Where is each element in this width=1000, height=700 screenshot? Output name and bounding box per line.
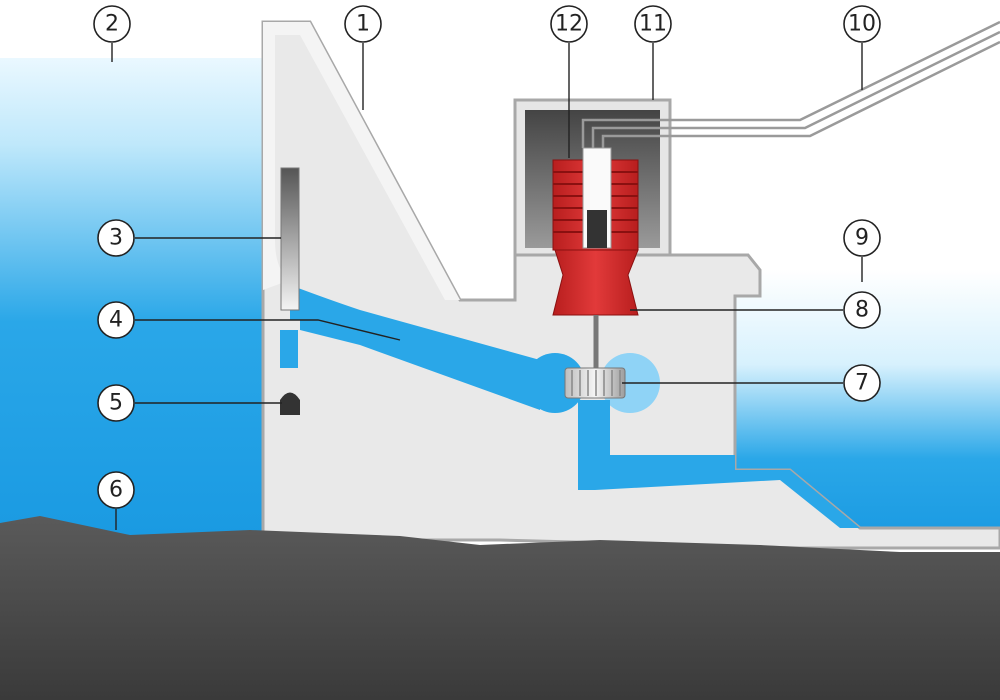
callout-1-label: 1 bbox=[356, 12, 370, 37]
power-lines bbox=[581, 20, 1000, 148]
penstock-pipe bbox=[290, 285, 540, 410]
generator-core bbox=[587, 210, 607, 248]
turbine-blades bbox=[571, 370, 621, 396]
callout-5-label: 5 bbox=[109, 391, 123, 416]
generator-rotor bbox=[552, 249, 639, 316]
callout-5: 5 bbox=[97, 384, 282, 422]
turbine-runner bbox=[564, 367, 626, 399]
callout-9-label: 9 bbox=[855, 226, 869, 251]
callout-7: 7 bbox=[622, 364, 881, 402]
callout-2: 2 bbox=[93, 5, 131, 62]
callout-1: 1 bbox=[344, 5, 382, 110]
draft-tube bbox=[578, 400, 860, 528]
callout-9: 9 bbox=[843, 219, 881, 282]
callout-10-label: 10 bbox=[848, 12, 876, 37]
callout-3: 3 bbox=[97, 219, 281, 257]
dam-crest-face bbox=[263, 22, 460, 300]
intake-shaft bbox=[280, 330, 298, 368]
callout-6: 6 bbox=[97, 471, 135, 530]
callout-8-label: 8 bbox=[855, 298, 869, 323]
bottom-outlet-shape bbox=[280, 392, 300, 415]
callout-6-label: 6 bbox=[109, 478, 123, 503]
callout-4-label: 4 bbox=[109, 308, 123, 333]
callout-11-label: 11 bbox=[639, 12, 667, 37]
callout-3-label: 3 bbox=[109, 226, 123, 251]
callout-2-label: 2 bbox=[105, 12, 119, 37]
callout-11: 11 bbox=[634, 5, 672, 100]
callout-8: 8 bbox=[630, 291, 881, 329]
callout-12: 12 bbox=[550, 5, 588, 158]
callout-4: 4 bbox=[97, 301, 401, 341]
callout-10: 10 bbox=[843, 5, 881, 90]
callout-12-label: 12 bbox=[555, 12, 583, 37]
callout-7-label: 7 bbox=[855, 371, 869, 396]
riverbed-ground bbox=[0, 516, 1000, 700]
intake-gate-slab bbox=[280, 167, 300, 311]
